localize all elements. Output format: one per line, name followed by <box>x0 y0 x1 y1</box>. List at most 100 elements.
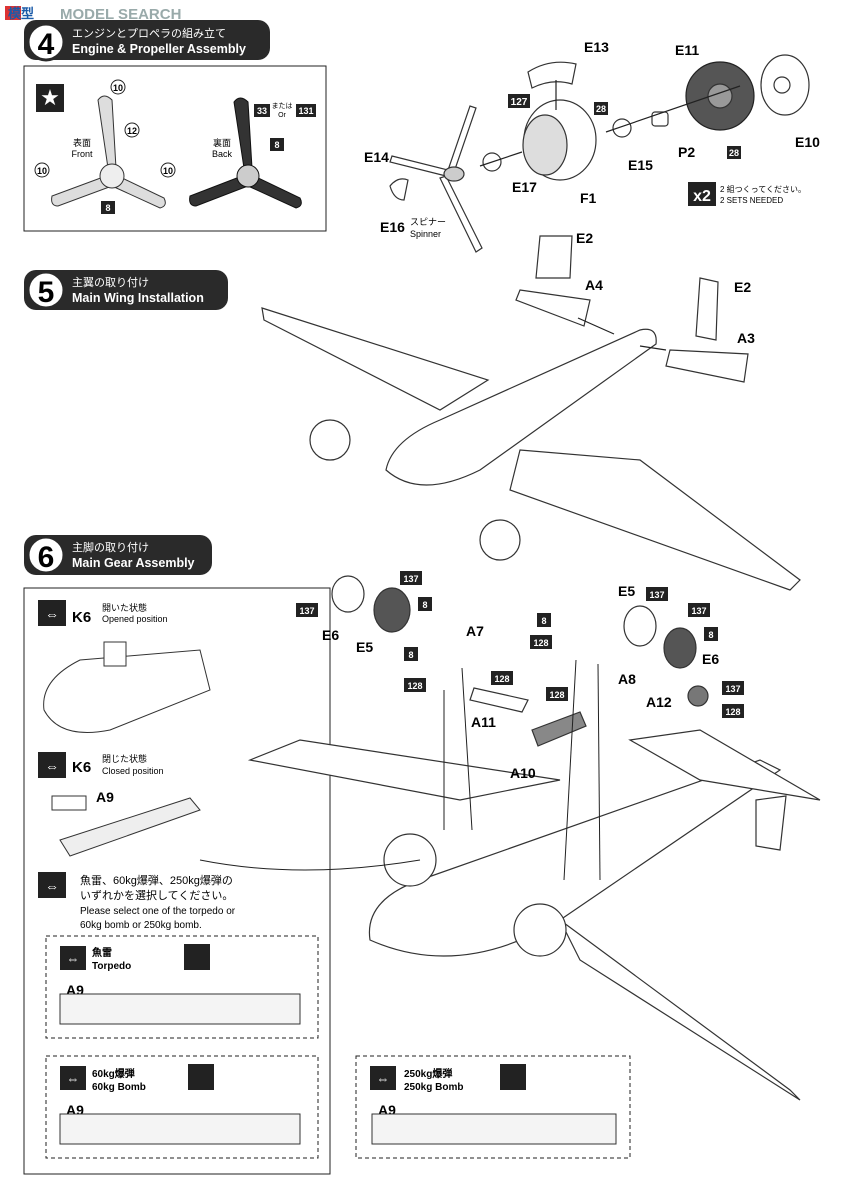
p-e17: E17 <box>512 179 537 195</box>
or-jp: または <box>272 102 293 110</box>
closed-part: K6 <box>72 759 91 776</box>
step-6-part-labels: 137 137 8 E6 E5 A7 8 128 128 A11 128 A10… <box>296 571 744 781</box>
p6-e5b: E5 <box>618 583 635 599</box>
p6-a8: A8 <box>618 671 636 687</box>
p6-a7: A7 <box>466 623 484 639</box>
watermark-logo-icon <box>5 6 21 20</box>
torpedo-en: Torpedo <box>92 961 131 972</box>
front-jp: 表面 <box>73 137 91 148</box>
p6-n8b: 8 <box>408 650 413 660</box>
p-p2: P2 <box>678 144 695 160</box>
p5-e2b: E2 <box>734 279 751 295</box>
p6-e6b: E6 <box>702 651 719 667</box>
p-e14: E14 <box>364 149 389 165</box>
step-5-number: 5 <box>38 276 55 309</box>
bomb60-jp: 60kg爆弾 <box>92 1067 135 1080</box>
c-n10b: 10 <box>37 166 47 176</box>
p6-e6a: E6 <box>322 627 339 643</box>
propeller-front-illustration <box>51 95 166 209</box>
opened-en: Opened position <box>102 614 168 624</box>
p6-n137d: 137 <box>691 606 706 616</box>
weapon-select-note: ⇔ 魚雷、60kg爆弾、250kg爆弾の いずれかを選択してください。 Plea… <box>38 872 236 931</box>
closed-a9: A9 <box>96 789 114 805</box>
engine-arrows <box>479 80 741 167</box>
x2-en: 2 SETS NEEDED <box>720 196 783 205</box>
select-en-1: Please select one of the torpedo or <box>80 906 236 917</box>
aircraft-gear-illustration <box>247 575 821 1101</box>
p-e16: E16 <box>380 219 405 235</box>
p5-a4: A4 <box>585 277 603 293</box>
bomb-60kg-option: ⇔ 60kg爆弾 60kg Bomb A9 <box>45 1055 319 1159</box>
x2-jp: 2 組つくってください。 <box>720 184 806 194</box>
p6-n8c: 8 <box>541 616 546 626</box>
step-6-title-en: Main Gear Assembly <box>72 556 195 570</box>
step-6-header: 6 主脚の取り付け Main Gear Assembly <box>24 535 212 575</box>
p6-n8a: 8 <box>422 600 427 610</box>
aircraft-wing-illustration <box>261 235 801 591</box>
step-5-title-jp: 主翼の取り付け <box>72 276 149 289</box>
option-panel <box>23 587 331 1175</box>
back-en: Back <box>212 149 233 159</box>
c-n8b: 8 <box>274 140 279 150</box>
star-icon: ★ <box>40 85 60 110</box>
p-f1: F1 <box>580 190 597 206</box>
option-arrow-icon: ⇔ <box>67 951 80 966</box>
p6-n137b: 137 <box>299 606 314 616</box>
closed-en: Closed position <box>102 766 164 776</box>
p6-n137e: 137 <box>725 684 740 694</box>
p6-n137a: 137 <box>403 574 418 584</box>
c-n131: 131 <box>298 106 313 116</box>
step-5-part-labels: E2 A4 E2 A3 <box>576 230 755 346</box>
step-5-header: 5 主翼の取り付け Main Wing Installation <box>24 270 228 310</box>
option-arrow-icon: ⇔ <box>377 1071 390 1086</box>
p-spinner-jp: スピナー <box>410 217 446 227</box>
p6-n137c: 137 <box>649 590 664 600</box>
p6-a12: A12 <box>646 694 672 710</box>
bomb60-en: 60kg Bomb <box>92 1082 146 1093</box>
bomb250-en: 250kg Bomb <box>404 1082 463 1093</box>
c-n10c: 10 <box>163 166 173 176</box>
select-jp-1: 魚雷、60kg爆弾、250kg爆弾の <box>80 873 233 887</box>
watermark-cn: 模型 <box>8 6 34 21</box>
step-4-title-en: Engine & Propeller Assembly <box>72 42 246 56</box>
back-jp: 裏面 <box>213 137 231 148</box>
p-e15: E15 <box>628 157 653 173</box>
torpedo-option: ⇔ 魚雷 Torpedo A9 <box>45 935 319 1039</box>
engine-exploded-illustration <box>389 54 810 253</box>
step-4-number: 4 <box>38 28 55 61</box>
p-spinner-en: Spinner <box>410 229 441 239</box>
select-en-2: 60kg bomb or 250kg bomb. <box>80 920 202 931</box>
step-5-title-en: Main Wing Installation <box>72 291 204 305</box>
torpedo-jp: 魚雷 <box>92 946 112 959</box>
c-n33: 33 <box>257 106 267 116</box>
p5-a3: A3 <box>737 330 755 346</box>
x2-note: x2 2 組つくってください。 2 SETS NEEDED <box>688 182 806 206</box>
closed-jp: 閉じた状態 <box>102 753 147 764</box>
p-n127: 127 <box>511 97 528 108</box>
option-arrow-icon: ⇔ <box>67 1071 80 1086</box>
p6-n128b: 128 <box>494 674 509 684</box>
opened-jp: 開いた状態 <box>102 602 147 613</box>
site-watermark: 模型 MODEL SEARCH <box>5 6 181 23</box>
canopy-closed-option: ⇔ K6 閉じた状態 Closed position A9 <box>38 752 201 857</box>
c-n10a: 10 <box>113 83 123 93</box>
p-n28b: 28 <box>729 148 739 158</box>
p6-n128d: 128 <box>533 638 548 648</box>
p5-e2a: E2 <box>576 230 593 246</box>
select-jp-2: いずれかを選択してください。 <box>80 888 233 902</box>
watermark-text: MODEL SEARCH <box>60 6 181 23</box>
c-n12: 12 <box>127 126 137 136</box>
p6-n128a: 128 <box>407 681 422 691</box>
c-n8a: 8 <box>105 203 110 213</box>
wing-arrows <box>577 317 667 351</box>
p6-n128e: 128 <box>725 707 740 717</box>
propeller-back-illustration <box>189 97 302 209</box>
step-4-header: 4 エンジンとプロペラの組み立て Engine & Propeller Asse… <box>24 20 270 62</box>
opened-part: K6 <box>72 609 91 626</box>
step-4-title-jp: エンジンとプロペラの組み立て <box>72 26 226 40</box>
p-n28a: 28 <box>596 104 606 114</box>
canopy-opened-option: ⇔ K6 開いた状態 Opened position <box>38 600 211 733</box>
gear-guide-lines <box>199 659 601 881</box>
p6-e5a: E5 <box>356 639 373 655</box>
